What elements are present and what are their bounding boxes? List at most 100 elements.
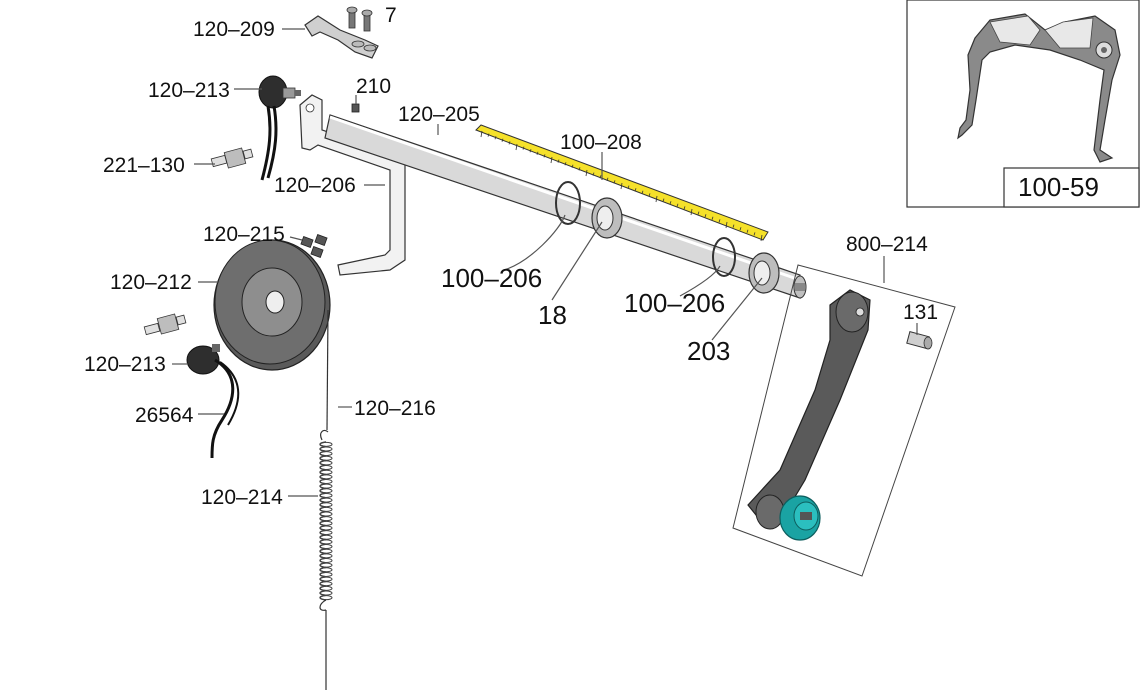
ruler-ticks xyxy=(480,130,763,242)
spring-coil xyxy=(319,520,333,526)
ruler-tick xyxy=(718,219,721,223)
ruler-tick xyxy=(739,227,742,231)
label-120-205: 120–205 xyxy=(398,103,480,126)
spring-coil xyxy=(319,465,333,471)
spring-coil xyxy=(319,581,333,587)
pulley-120-212 xyxy=(213,239,331,371)
ruler-100-208 xyxy=(475,124,769,242)
retaining-ring-100-206-a xyxy=(555,181,581,225)
spring-coil xyxy=(319,451,333,457)
spring-coil xyxy=(319,446,333,452)
spring-coil xyxy=(319,567,333,573)
bearing-18 xyxy=(591,197,623,239)
ruler-tick xyxy=(550,156,553,164)
spring-coil xyxy=(319,585,333,591)
ruler-tick xyxy=(648,193,651,197)
spring-coil xyxy=(319,460,333,466)
ruler-tick xyxy=(494,136,497,140)
connector-lower xyxy=(143,313,187,336)
connector-221-130 xyxy=(210,147,254,169)
label-100-206-a: 100–206 xyxy=(441,263,542,293)
ruler-tick xyxy=(690,208,693,216)
spring-coil xyxy=(319,492,333,498)
inset-bracket-drawing xyxy=(957,13,1121,163)
ruler-tick xyxy=(606,177,609,181)
label-120-213-top: 120–213 xyxy=(148,79,230,102)
ruler-tick xyxy=(662,198,665,202)
ruler-tick xyxy=(746,229,749,233)
spring-coil xyxy=(319,511,333,517)
spring-coil xyxy=(319,571,333,577)
label-120-215: 120–215 xyxy=(203,223,285,246)
ruler-tick xyxy=(508,141,511,145)
spring-hook xyxy=(319,599,327,611)
screws-7 xyxy=(346,6,377,52)
label-100-206-b: 100–206 xyxy=(624,288,725,318)
bearing-203 xyxy=(748,252,780,294)
spring-coil xyxy=(319,553,333,559)
spring-coil xyxy=(319,502,333,508)
spring-coil xyxy=(319,544,333,550)
ruler-tick xyxy=(599,175,602,179)
label-26564: 26564 xyxy=(135,404,194,427)
spring-coil xyxy=(319,516,333,522)
ruler-tick xyxy=(613,180,616,184)
part-labels: 120–209 7 120–213 210 120–205 100–208 22… xyxy=(84,4,938,509)
ruler-tick xyxy=(627,185,630,189)
ruler-tick xyxy=(487,133,490,137)
spring-coil xyxy=(319,590,333,596)
label-120-212: 120–212 xyxy=(110,271,192,294)
inset-label: 100-59 xyxy=(1018,172,1099,202)
ruler-tick xyxy=(564,162,567,166)
ruler-tick xyxy=(683,206,686,210)
label-100-208: 100–208 xyxy=(560,131,642,154)
inset-panel: 100-59 xyxy=(906,0,1140,208)
label-203: 203 xyxy=(687,336,730,366)
spring-coil xyxy=(319,548,333,554)
ruler-tick xyxy=(592,172,595,176)
crank-arm-panel xyxy=(732,264,956,577)
ruler-tick xyxy=(725,221,728,229)
ruler-tick xyxy=(501,138,504,142)
label-7: 7 xyxy=(385,4,397,27)
spring-coil xyxy=(319,530,333,536)
spring-120-214 xyxy=(319,441,333,611)
spring-coil xyxy=(319,539,333,545)
ruler-tick xyxy=(655,195,658,203)
ruler-tick xyxy=(522,146,525,150)
spring-coil xyxy=(319,483,333,489)
ruler-tick xyxy=(732,224,735,228)
ruler-tick xyxy=(557,159,560,163)
spring-coil xyxy=(319,525,333,531)
leader-lines xyxy=(172,28,918,497)
knob-teal xyxy=(779,495,821,541)
label-120-214: 120–214 xyxy=(201,486,283,509)
spring-coil xyxy=(319,455,333,461)
ruler-tick xyxy=(620,182,623,190)
crank-arm-800-214 xyxy=(747,289,871,530)
label-131: 131 xyxy=(903,301,938,324)
spring-coil xyxy=(319,488,333,494)
potentiometer-120-213-bottom xyxy=(186,344,240,459)
spring-coil xyxy=(319,479,333,484)
ruler-tick xyxy=(515,143,518,151)
ruler-tick xyxy=(760,234,763,242)
ruler-tick xyxy=(753,232,756,236)
cable-120-216 xyxy=(320,309,329,690)
ruler-tick xyxy=(711,216,714,220)
spring-coil xyxy=(319,595,333,601)
ruler-tick xyxy=(697,211,700,215)
spring-coil xyxy=(319,562,333,568)
screw-210 xyxy=(351,103,360,113)
screw-131 xyxy=(906,331,933,350)
ruler-tick xyxy=(571,164,574,168)
shaft-120-205 xyxy=(324,114,807,299)
potentiometer-120-213-top xyxy=(258,75,301,181)
label-210: 210 xyxy=(356,75,391,98)
retaining-ring-100-206-b xyxy=(712,237,736,277)
bracket-120-209 xyxy=(304,15,379,59)
spring-coil xyxy=(319,576,333,582)
spring-coil xyxy=(319,441,333,447)
label-120-213-bottom: 120–213 xyxy=(84,353,166,376)
